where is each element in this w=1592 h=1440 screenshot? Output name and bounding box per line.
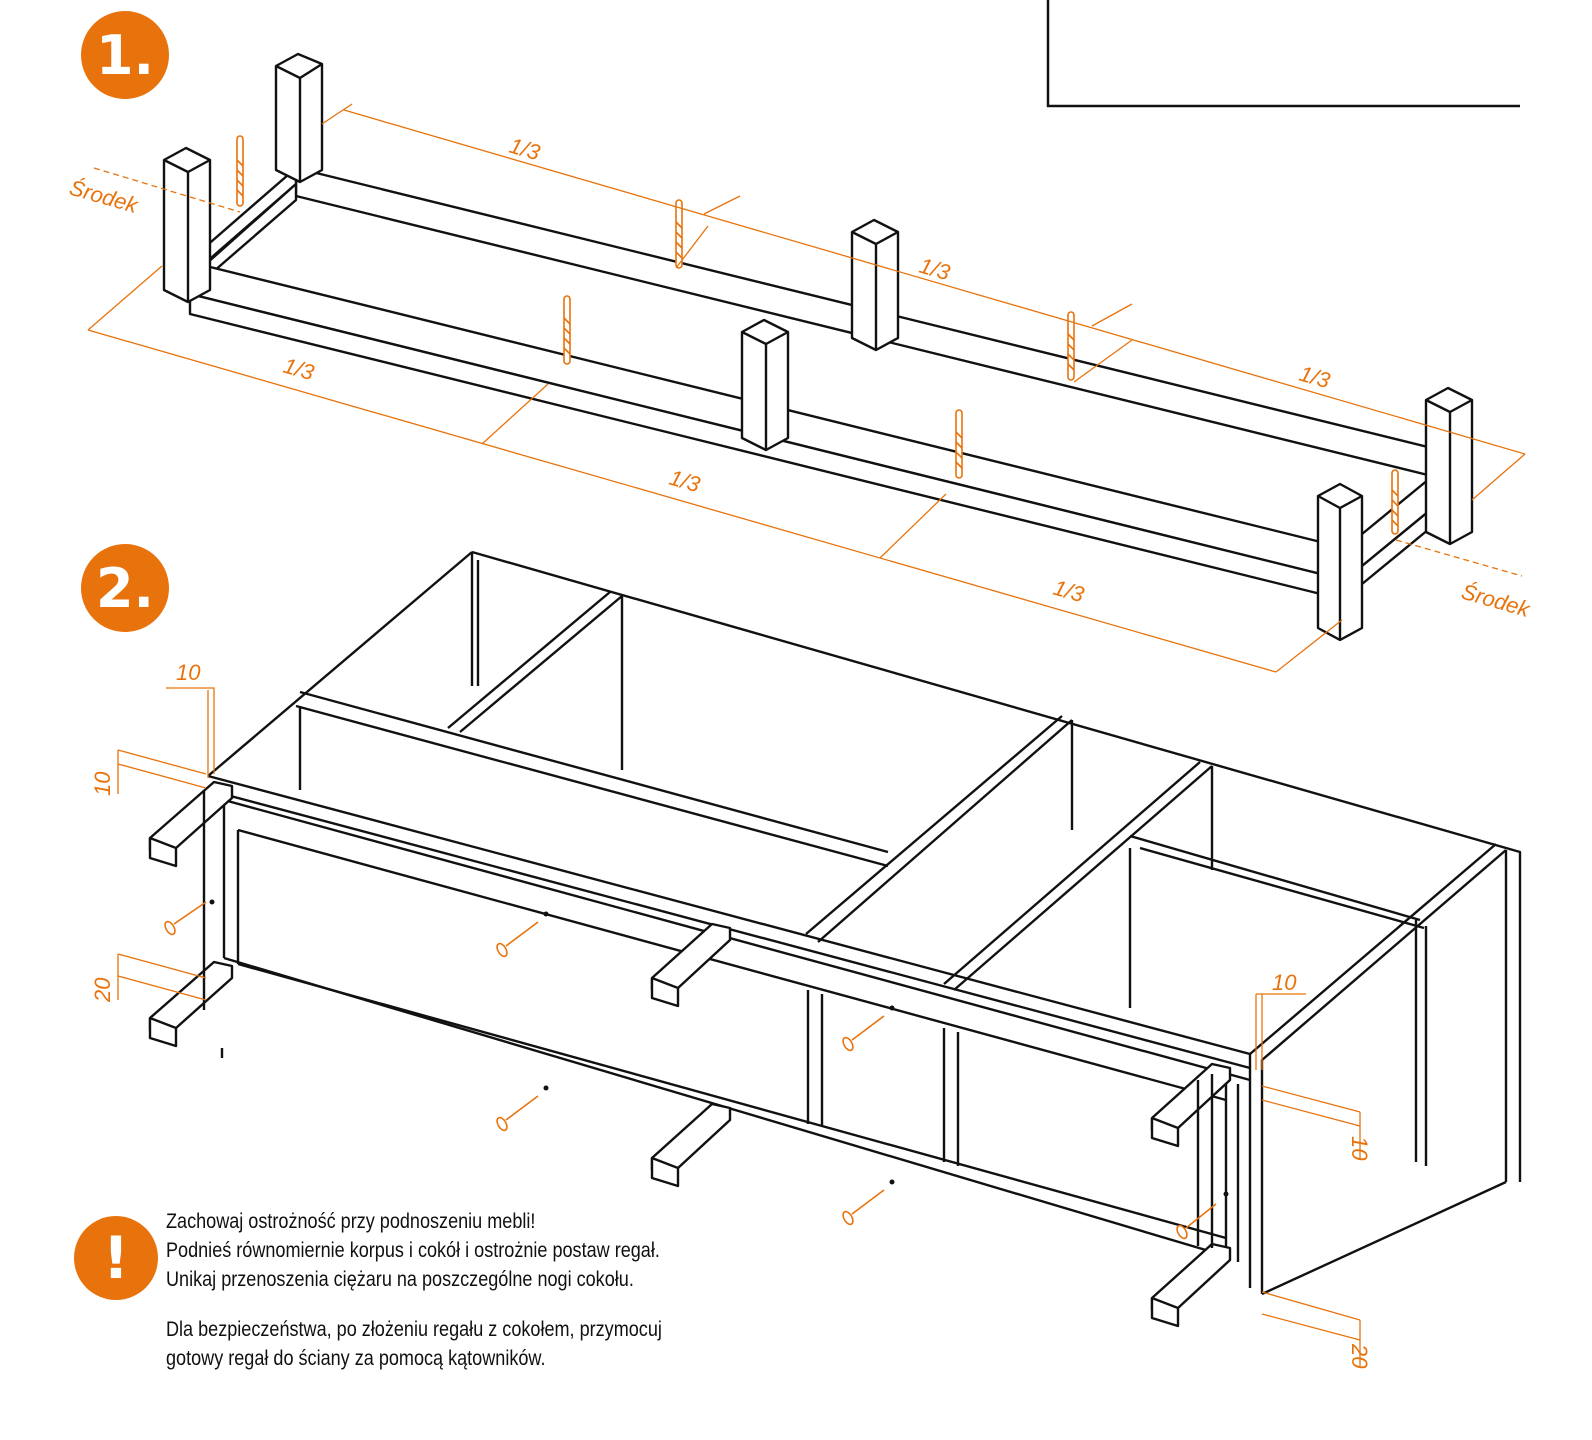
- third-label: 1/3: [667, 465, 704, 498]
- plinth-frame: [162, 52, 1474, 642]
- dim-right-h: 10: [1272, 970, 1297, 995]
- screw-holes: [209, 899, 1229, 1197]
- drill-bit-icon: [955, 409, 963, 479]
- drill-bit-icon: [675, 199, 683, 269]
- drill-bit-icon: [563, 295, 571, 365]
- warning-text: Zachowaj ostrożność przy podnoszeniu meb…: [166, 1207, 660, 1294]
- safety-text: Dla bezpieczeństwa, po złożeniu regału z…: [166, 1315, 662, 1373]
- warning-line: Unikaj przenoszenia ciężaru na poszczegó…: [166, 1268, 634, 1291]
- step-1-badge: 1.: [81, 11, 169, 99]
- exclamation-icon: !: [74, 1216, 158, 1300]
- drill-bit-icons: [236, 135, 1399, 535]
- center-label-left: Środek: [67, 175, 142, 219]
- svg-text:!: !: [103, 1224, 129, 1292]
- dimension-lines-step2: [117, 687, 1361, 1366]
- drill-bit-icon: [1391, 469, 1399, 535]
- drill-bit-icon: [236, 135, 244, 207]
- center-label-right: Środek: [1459, 579, 1534, 623]
- dim-right-20: 20: [1347, 1343, 1372, 1369]
- warning-line: Zachowaj ostrożność przy podnoszeniu meb…: [166, 1210, 536, 1233]
- screw-icon: [842, 1189, 885, 1226]
- dim-right-v: 10: [1347, 1136, 1372, 1161]
- step-2-number: 2.: [96, 557, 154, 620]
- third-label: 1/3: [507, 133, 544, 166]
- step-2-badge: 2.: [81, 544, 169, 632]
- drill-bit-icon: [1067, 311, 1075, 381]
- dim-left-20: 20: [90, 977, 115, 1003]
- third-label: 1/3: [281, 353, 318, 386]
- dim-top-left-h: 10: [176, 660, 201, 685]
- safety-line: Dla bezpieczeństwa, po złożeniu regału z…: [166, 1318, 662, 1341]
- step-1-number: 1.: [96, 24, 154, 87]
- cabinet: [207, 550, 1522, 1296]
- empty-panel-outline: [1046, 0, 1520, 108]
- third-label: 1/3: [1051, 575, 1088, 608]
- warning-line: Podnieś równomiernie korpus i cokół i os…: [166, 1239, 660, 1262]
- screw-icon: [842, 1015, 885, 1052]
- screw-icon: [164, 901, 207, 936]
- screw-icon: [1176, 1203, 1217, 1240]
- third-label: 1/3: [917, 253, 954, 286]
- screw-icon: [496, 921, 539, 958]
- safety-line: gotowy regał do ściany za pomocą kątowni…: [166, 1347, 546, 1370]
- dim-top-left-v: 10: [90, 771, 115, 796]
- screw-icon: [496, 1095, 539, 1132]
- dimension-lines-step1: [87, 103, 1526, 673]
- screw-icons: [164, 901, 1217, 1240]
- dimension-labels-step2: 10 10 20 10 10 20: [90, 660, 1372, 1369]
